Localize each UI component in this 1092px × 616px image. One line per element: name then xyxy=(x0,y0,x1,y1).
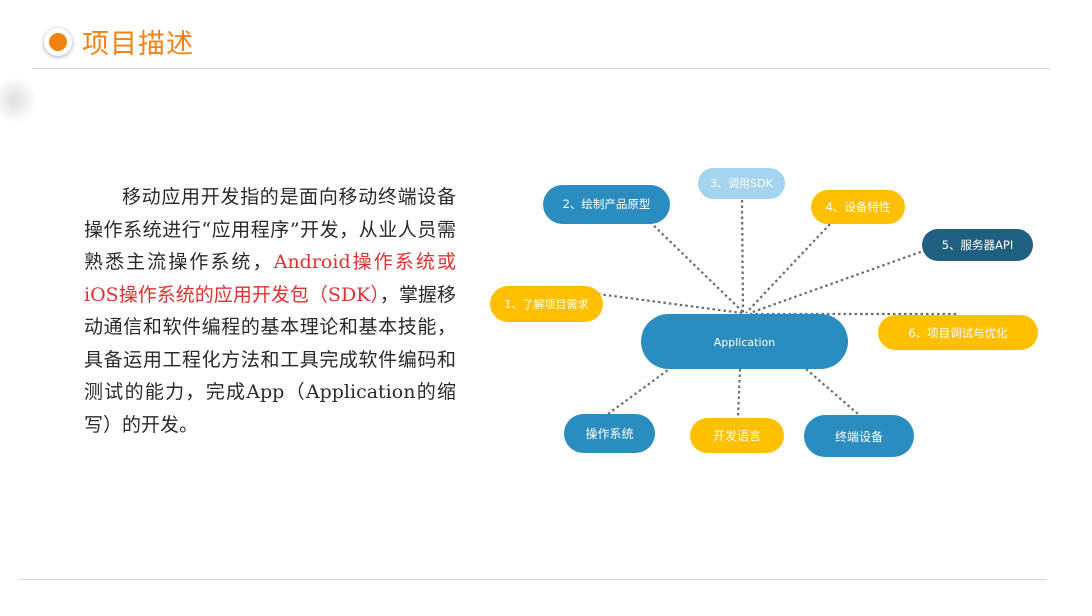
node-lang: 开发语言 xyxy=(690,418,784,453)
connector-device xyxy=(805,368,859,415)
node-label: 5、服务器API xyxy=(942,238,1014,252)
node-label: 2、绘制产品原型 xyxy=(563,197,651,211)
node-3: 3、调用SDK xyxy=(698,168,785,199)
connector-3 xyxy=(740,199,745,314)
node-label: 操作系统 xyxy=(585,426,633,441)
page-title: 项目描述 xyxy=(82,29,194,60)
node-6: 6、项目调试与优化 xyxy=(878,315,1038,350)
node-label: 开发语言 xyxy=(713,428,761,443)
node-5: 5、服务器API xyxy=(922,229,1033,261)
top-divider xyxy=(32,68,1050,69)
project-description: 移动应用开发指的是面向移动终端设备操作系统进行“应用程序”开发，从业人员需熟悉主… xyxy=(84,181,456,441)
node-label: 终端设备 xyxy=(835,429,883,444)
connector-lang xyxy=(736,368,742,418)
connector-lines xyxy=(597,199,958,418)
description-highlight: Android操作系统或iOS操作系统的应用开发包（SDK） xyxy=(84,251,456,306)
connector-5 xyxy=(749,248,927,315)
connector-4 xyxy=(745,223,831,314)
node-device: 终端设备 xyxy=(804,415,914,457)
description-text-2: ，掌握移动通信和软件编程的基本理论和基本技能，具备运用工程化方法和工具完成软件编… xyxy=(84,283,456,436)
center-label: Application xyxy=(714,336,775,349)
node-4: 4、设备特性 xyxy=(811,190,905,224)
node-label: 4、设备特性 xyxy=(826,200,891,214)
center-node: Application xyxy=(641,314,848,369)
connector-os xyxy=(607,366,673,415)
connector-2 xyxy=(649,221,745,314)
title-bar: 项目描述 xyxy=(0,0,1092,70)
node-os: 操作系统 xyxy=(564,414,655,453)
bottom-divider xyxy=(20,579,1046,580)
node-1: 1、了解项目需求 xyxy=(490,286,603,322)
title-bullet-icon xyxy=(44,28,72,56)
node-label: 6、项目调试与优化 xyxy=(908,326,1008,340)
connector-1 xyxy=(597,292,743,315)
node-label: 1、了解项目需求 xyxy=(505,297,589,311)
node-2: 2、绘制产品原型 xyxy=(543,185,670,224)
decorative-shadow xyxy=(0,76,38,124)
description-text-1: 移动应用开发指的是面向移动终端设备操作系统进行“应用程序”开发，从业人员需熟悉主… xyxy=(84,186,456,273)
node-label: 3、调用SDK xyxy=(710,177,773,190)
